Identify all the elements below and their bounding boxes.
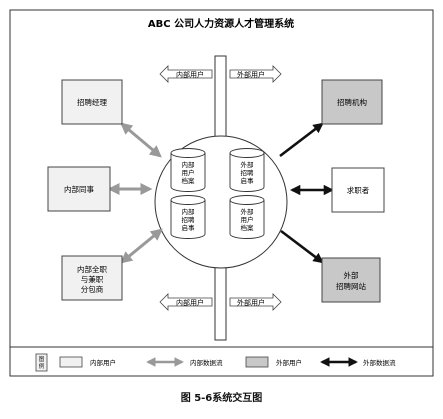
legend-internal-user-swatch (59, 356, 83, 368)
db-external-profiles-line-1: 外部 (241, 207, 255, 216)
bottom-internal-flow-arrow (159, 293, 213, 311)
db-internal-postings-line-2: 招聘 (182, 215, 196, 224)
parttime-label-line-3: 分包商 (81, 284, 104, 294)
db-internal-postings-top (170, 195, 206, 205)
top-external-flow: 外部用户 (229, 65, 282, 83)
top-pipe (214, 55, 227, 141)
db-internal-user-profiles: 内部 用户 档案 (170, 148, 206, 192)
colleague-label: 内部同事 (64, 184, 94, 194)
db-external-user-profiles: 外部 用户 档案 (229, 195, 265, 239)
db-external-profiles-top (229, 195, 265, 205)
db-internal-profiles-body (170, 153, 206, 192)
node-agency: 招聘机构 (321, 79, 383, 125)
db-external-postings-top (229, 148, 265, 158)
bottom-internal-flow-label: 内部用户 (176, 298, 204, 307)
legend-external-user-swatch (245, 356, 269, 368)
node-parttime-contractor: 内部全职 与兼职 分包商 (61, 255, 123, 301)
db-internal-postings-line-3: 启事 (182, 223, 196, 232)
bottom-pipe (214, 263, 227, 341)
applicant-label: 求职者 (347, 185, 370, 195)
recruit-manager-label: 招聘经理 (77, 97, 107, 107)
top-external-flow-label: 外部用户 (237, 70, 265, 79)
db-internal-postings-line-1: 内部 (182, 207, 196, 216)
website-label-line-2: 招聘网站 (336, 281, 366, 291)
db-internal-profiles-line-1: 内部 (182, 160, 196, 169)
db-internal-profiles-line-3: 档案 (182, 176, 196, 185)
db-external-postings-line-3: 启事 (241, 176, 255, 185)
db-external-postings-line-1: 外部 (241, 160, 255, 169)
legend-internal-user-label: 内部用户 (90, 358, 116, 367)
recruit-manager-box (61, 79, 123, 125)
node-recruit-manager: 招聘经理 (61, 79, 123, 125)
colleague-box (47, 166, 111, 212)
legend: 图 例 图例 内部用户 内部数据流 外部用户 外部数据流 (35, 353, 396, 372)
bottom-external-flow: 外部用户 (229, 293, 282, 311)
db-internal-profiles-line-2: 用户 (182, 168, 195, 177)
bottom-internal-flow: 内部用户 (159, 293, 213, 311)
node-job-website: 外部 招聘网站 (321, 257, 381, 303)
legend-title-box (35, 353, 48, 372)
top-external-flow-arrow (229, 65, 282, 83)
legend-external-flow-label: 外部数据流 (363, 358, 396, 367)
db-external-postings: 外部 招聘 启事 (229, 148, 265, 192)
legend-external-user-label: 外部用户 (276, 358, 302, 367)
top-internal-flow-label: 内部用户 (176, 70, 204, 79)
website-label-line-1: 外部 (344, 270, 359, 280)
top-internal-flow: 内部用户 (159, 65, 213, 83)
bottom-external-flow-arrow (229, 293, 282, 311)
agency-label: 招聘机构 (337, 97, 367, 107)
figure-caption: 图 5-6系统交互图 (180, 393, 263, 404)
db-internal-postings: 内部 招聘 启事 (170, 195, 206, 239)
legend-title-char-1: 图 (39, 355, 45, 363)
agency-flow-arrow (279, 122, 324, 158)
node-applicant: 求职者 (331, 167, 385, 213)
bottom-external-flow-label: 外部用户 (237, 298, 265, 307)
db-external-postings-line-2: 招聘 (241, 168, 255, 177)
node-colleague: 内部同事 (47, 166, 111, 212)
applicant-box (331, 167, 385, 213)
legend-title-char-2: 例 (39, 362, 45, 370)
parttime-box (61, 255, 123, 301)
db-internal-profiles-top (170, 148, 206, 158)
db-external-profiles-line-3: 档案 (241, 223, 255, 232)
db-external-profiles-body (229, 200, 265, 239)
parttime-label-line-2: 与兼职 (81, 274, 104, 284)
diagram-title: ABC 公司人力资源人才管理系统 (148, 17, 294, 30)
db-external-profiles-line-2: 用户 (241, 215, 254, 224)
top-internal-flow-arrow (159, 65, 213, 83)
db-external-postings-body (229, 153, 265, 192)
website-box (321, 257, 381, 303)
website-flow-arrow (280, 229, 324, 264)
db-internal-postings-body (170, 200, 206, 239)
parttime-label-line-1: 内部全职 (77, 264, 107, 274)
parttime-flow-arrow (120, 228, 163, 264)
recruit-manager-flow-arrow (120, 122, 162, 158)
legend-internal-flow-label: 内部数据流 (190, 358, 223, 367)
agency-box (321, 79, 383, 125)
